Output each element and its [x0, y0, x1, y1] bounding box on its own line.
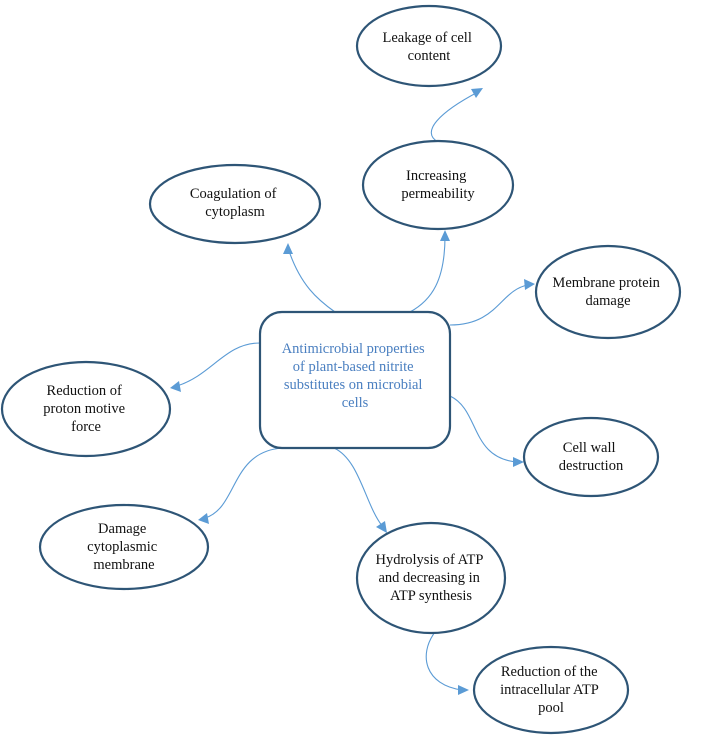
node-proton-motive-line-1: Reduction of	[47, 383, 122, 399]
node-membrane-protein-label: Membrane protein damage	[552, 275, 663, 309]
connector-atp-hydrolysis-to-pool	[425, 631, 463, 691]
node-atp-pool-line-1: Reduction of the	[501, 664, 598, 680]
arrowhead-proton-motive	[170, 381, 181, 392]
node-cytoplasmic-membrane: Damage cytoplasmic membrane	[38, 503, 210, 591]
node-cell-wall-line-2: destruction	[559, 458, 624, 474]
node-cytoplasmic-membrane-label: Damage cytoplasmic membrane	[87, 521, 161, 573]
node-membrane-protein-line-2: damage	[585, 293, 630, 309]
node-atp-pool: Reduction of the intracellular ATP pool	[472, 645, 630, 735]
center-node-line-4: cells	[342, 395, 369, 411]
node-permeability-shape	[361, 139, 515, 231]
arrowhead-permeability	[440, 230, 450, 241]
node-proton-motive-shape	[0, 360, 172, 458]
node-leakage: Leakage of cell content	[355, 4, 503, 88]
node-atp-hydrolysis-shape	[355, 521, 507, 635]
connector-to-permeability	[409, 235, 446, 313]
connector-permeability-to-leakage	[430, 91, 479, 143]
arrowhead-cell-wall	[513, 457, 524, 467]
node-cell-wall-shape	[522, 416, 660, 498]
node-cytoplasmic-membrane-line-2: cytoplasmic	[87, 539, 157, 555]
node-coagulation-shape	[148, 163, 322, 245]
node-atp-hydrolysis-line-2: and decreasing in	[378, 570, 480, 586]
node-atp-hydrolysis-label: Hydrolysis of ATP and decreasing in ATP …	[375, 552, 486, 604]
node-atp-hydrolysis-line-3: ATP synthesis	[390, 588, 472, 604]
connector-to-cytoplasmic-membrane	[204, 447, 283, 519]
node-coagulation-line-1: Coagulation of	[190, 186, 277, 202]
arrowhead-atp-pool	[458, 685, 469, 695]
node-coagulation-label: Coagulation of cytoplasm	[190, 186, 280, 220]
node-atp-hydrolysis-line-1: Hydrolysis of ATP	[375, 552, 483, 568]
center-node-line-3: substitutes on microbial	[284, 377, 423, 393]
node-coagulation: Coagulation of cytoplasm	[148, 163, 322, 245]
center-node: Antimicrobial properties of plant-based …	[258, 310, 452, 450]
node-membrane-protein-shape	[534, 244, 682, 340]
node-leakage-label: Leakage of cell content	[383, 30, 476, 64]
node-atp-pool-line-2: intracellular ATP	[500, 682, 599, 698]
node-leakage-line-1: Leakage of cell	[383, 30, 472, 46]
connectors	[170, 88, 535, 695]
arrowhead-membrane-protein	[524, 279, 535, 290]
connector-to-coagulation	[287, 247, 336, 313]
connector-to-atp-hydrolysis	[333, 447, 384, 528]
node-cytoplasmic-membrane-line-1: Damage	[98, 521, 146, 537]
node-atp-pool-shape	[472, 645, 630, 735]
node-permeability-line-1: Increasing	[406, 168, 466, 184]
node-cell-wall: Cell wall destruction	[522, 416, 660, 498]
node-membrane-protein: Membrane protein damage	[534, 244, 682, 340]
center-node-shape	[258, 310, 452, 450]
node-cell-wall-line-1: Cell wall	[563, 440, 616, 456]
node-leakage-shape	[355, 4, 503, 88]
node-permeability-line-2: permeability	[401, 186, 475, 202]
connector-to-cell-wall	[449, 395, 518, 463]
node-proton-motive: Reduction of proton motive force	[0, 360, 172, 458]
node-proton-motive-line-3: force	[71, 419, 101, 435]
connector-to-membrane-protein	[449, 284, 529, 326]
center-node-label: Antimicrobial properties of plant-based …	[282, 341, 429, 411]
node-atp-pool-line-3: pool	[538, 700, 564, 716]
arrowhead-leakage	[471, 88, 483, 98]
node-leakage-line-2: content	[408, 48, 451, 64]
node-membrane-protein-line-1: Membrane protein	[552, 275, 660, 291]
arrowhead-cytoplasmic-membrane	[198, 513, 209, 524]
center-node-line-2: of plant-based nitrite	[293, 359, 414, 375]
center-node-line-1: Antimicrobial properties	[282, 341, 425, 357]
node-cell-wall-label: Cell wall destruction	[559, 440, 624, 474]
node-atp-hydrolysis: Hydrolysis of ATP and decreasing in ATP …	[355, 521, 507, 635]
connector-to-proton-motive	[176, 342, 261, 387]
node-permeability: Increasing permeability	[361, 139, 515, 231]
node-coagulation-line-2: cytoplasm	[205, 204, 265, 220]
arrowhead-atp-hydrolysis	[376, 521, 387, 533]
node-proton-motive-label: Reduction of proton motive force	[43, 383, 128, 435]
node-cytoplasmic-membrane-shape	[38, 503, 210, 591]
node-cytoplasmic-membrane-line-3: membrane	[93, 557, 154, 573]
arrowhead-coagulation	[283, 243, 293, 254]
node-atp-pool-label: Reduction of the intracellular ATP pool	[500, 664, 602, 716]
node-proton-motive-line-2: proton motive	[43, 401, 125, 417]
node-permeability-label: Increasing permeability	[401, 168, 475, 202]
